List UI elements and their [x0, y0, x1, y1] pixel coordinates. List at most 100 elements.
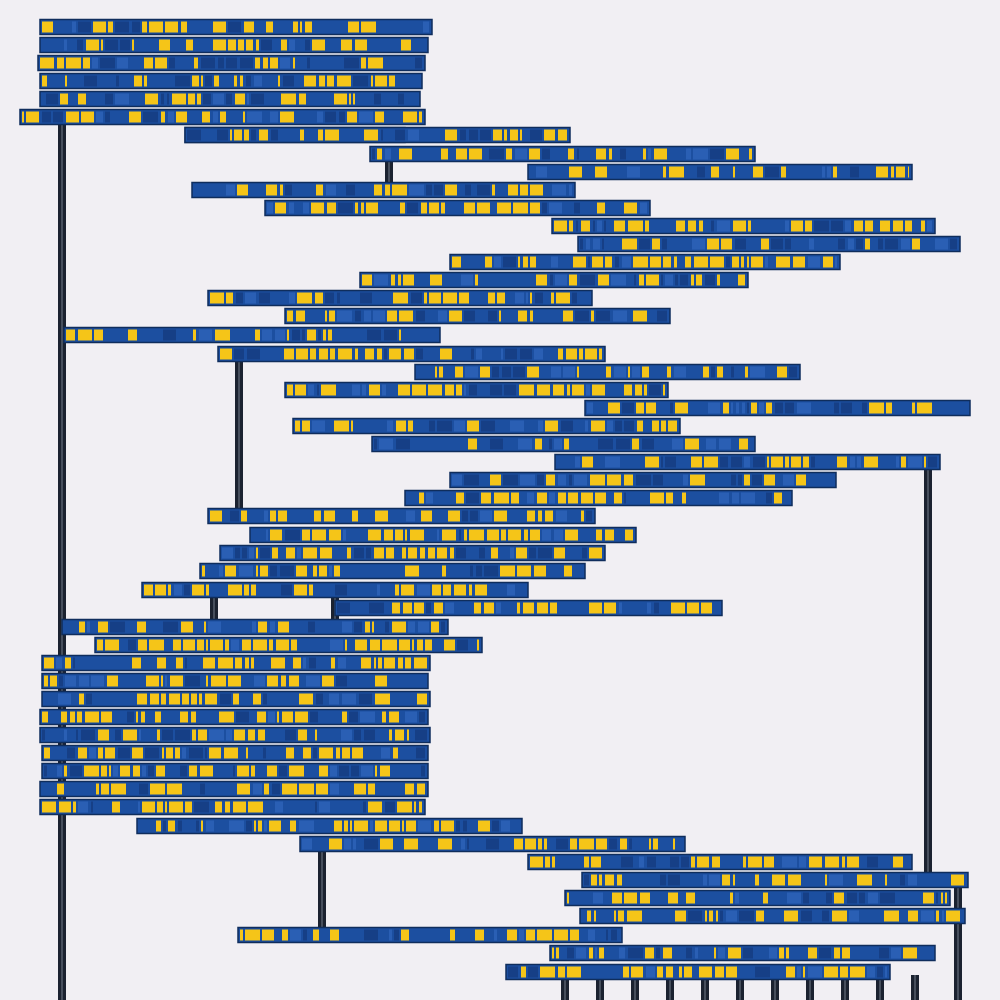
bar-cell	[582, 929, 586, 941]
bar-cell	[554, 438, 562, 450]
bar-cell	[269, 820, 281, 832]
horizontal-bar	[334, 599, 723, 617]
bar-cell	[168, 765, 177, 777]
bar-cell	[253, 783, 262, 795]
bar-cell	[285, 693, 297, 705]
bar-cell	[654, 166, 661, 178]
bar-cell	[143, 111, 158, 123]
bar-cell	[299, 820, 314, 832]
bar-cell	[315, 838, 327, 850]
bar-cell	[334, 420, 349, 432]
bar-cell	[663, 384, 665, 396]
bar-cell	[335, 329, 346, 341]
bar-cell	[612, 238, 619, 250]
bar-cell	[401, 39, 411, 51]
bar-cell	[206, 675, 208, 687]
horizontal-bar	[371, 435, 756, 453]
bar-cell	[624, 874, 639, 886]
bar-cell	[803, 966, 805, 978]
bar-cell	[375, 510, 388, 522]
bar-cell	[875, 220, 878, 232]
bar-cell	[175, 75, 190, 87]
bar-cell	[274, 39, 279, 51]
bar-cell	[64, 729, 67, 741]
bar-cell	[468, 438, 477, 450]
bar-cell	[341, 129, 356, 141]
bar-cell	[141, 711, 145, 723]
bar-cell	[284, 348, 294, 360]
bar-cell	[686, 166, 695, 178]
bar-cell	[694, 256, 708, 268]
bar-cell	[629, 838, 632, 850]
bar-cell	[178, 39, 184, 51]
bar-cell	[78, 93, 86, 105]
bar-cell	[282, 929, 288, 941]
bar-cell	[891, 947, 901, 959]
bar-cell	[840, 966, 848, 978]
bar-cell	[403, 329, 414, 341]
bar-cell	[868, 892, 878, 904]
bar-cell	[927, 220, 932, 232]
bar-cell	[620, 148, 626, 160]
bar-cell	[469, 129, 478, 141]
bar-cell	[329, 57, 341, 69]
bar-cell	[645, 947, 654, 959]
bar-cell	[377, 783, 388, 795]
bar-cell	[287, 329, 289, 341]
bar-cell	[692, 238, 705, 250]
bar-cell	[748, 238, 759, 250]
bar-cell	[901, 456, 906, 468]
bar-cell	[398, 93, 404, 105]
bar-cell	[738, 274, 745, 286]
bar-cell	[786, 947, 789, 959]
bar-cell	[402, 547, 406, 559]
bar-cell	[726, 148, 739, 160]
bar-cell	[192, 75, 199, 87]
bar-cell	[787, 892, 801, 904]
bar-cell	[733, 874, 735, 886]
bar-cell	[206, 21, 211, 33]
bar-cell	[230, 129, 232, 141]
bar-cell	[302, 420, 310, 432]
bar-cell	[914, 220, 919, 232]
bar-cell	[260, 547, 270, 559]
bar-cell	[784, 910, 798, 922]
bar-cell	[399, 148, 412, 160]
bar-cell	[617, 529, 623, 541]
bar-cell	[662, 238, 667, 250]
bar-cell	[349, 675, 359, 687]
bar-cell	[312, 639, 318, 651]
bar-cell	[908, 910, 918, 922]
bar-cell	[785, 220, 789, 232]
bar-cell	[854, 402, 860, 414]
bar-cell	[247, 348, 260, 360]
bar-cell	[237, 765, 249, 777]
bar-cell	[123, 729, 137, 741]
bar-cell	[229, 783, 234, 795]
bar-cell	[449, 565, 463, 577]
bar-cell	[666, 492, 673, 504]
bar-cell	[595, 947, 597, 959]
bar-cell	[510, 129, 518, 141]
bar-cell	[829, 874, 843, 886]
bar-cell	[357, 329, 365, 341]
bar-cell	[572, 384, 584, 396]
bar-cell	[642, 874, 653, 886]
bar-cell	[257, 657, 269, 669]
bar-cell	[567, 547, 575, 559]
bar-cell	[628, 947, 643, 959]
bar-cell	[425, 348, 438, 360]
bar-cell	[235, 93, 245, 105]
bar-cell	[590, 474, 605, 486]
bar-cell	[586, 238, 590, 250]
bar-cell	[697, 856, 709, 868]
bar-cell	[581, 220, 590, 232]
bar-cell	[374, 657, 376, 669]
bar-cell	[457, 639, 468, 651]
bar-cell	[350, 820, 352, 832]
bar-cell	[749, 148, 752, 160]
bar-cell	[202, 111, 210, 123]
bar-cell	[121, 675, 127, 687]
bar-cell	[382, 639, 397, 651]
bar-cell	[342, 711, 347, 723]
